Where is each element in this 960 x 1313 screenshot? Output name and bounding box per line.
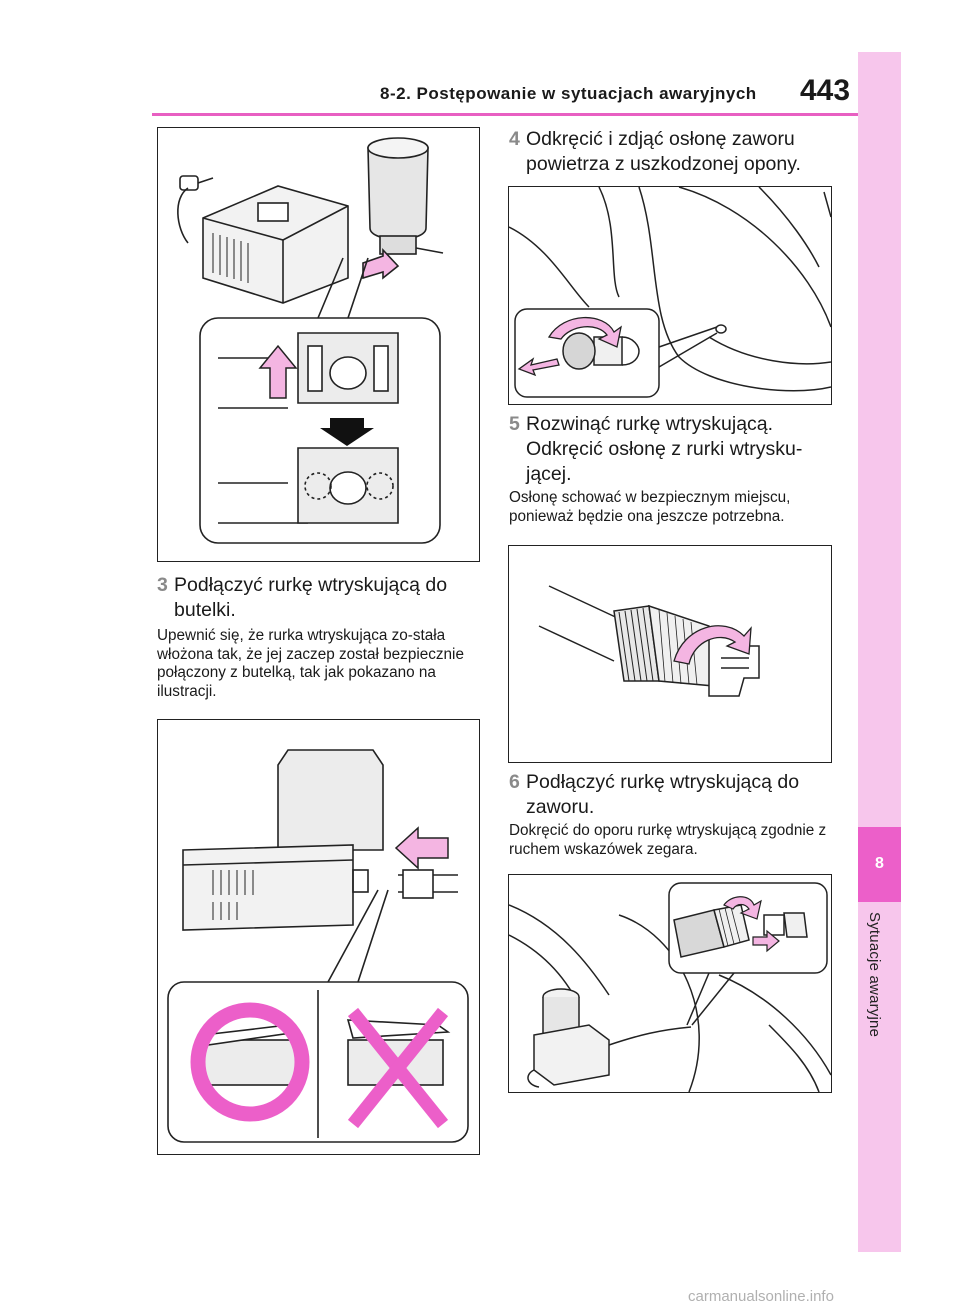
step-4: 4 Odkręcić i zdjąć osłonę zaworu powietr… — [509, 127, 831, 177]
step-number: 3 — [157, 574, 168, 596]
step-number: 5 — [509, 413, 520, 435]
step-3-note: Upewnić się, że rurka wtryskująca zo-sta… — [157, 627, 464, 700]
figure-valve-cap — [508, 186, 832, 405]
step-number: 6 — [509, 771, 520, 793]
valve-cap-illustration — [509, 187, 831, 398]
chapter-side-tab — [858, 52, 901, 1252]
chapter-number-box — [858, 827, 901, 902]
step-6: 6 Podłączyć rurkę wtryskującą do zaworu. — [509, 770, 831, 820]
watermark: carmanualsonline.info — [688, 1288, 834, 1305]
step-3: 3 Podłączyć rurkę wtryskującą do butelki… — [157, 573, 477, 623]
hose-to-valve-illustration — [509, 882, 831, 1092]
figure-hose-to-valve — [508, 874, 832, 1093]
step-text: Podłączyć rurkę wtryskującą do butelki. — [174, 574, 448, 621]
page-number: 443 — [800, 74, 851, 107]
latch-correct-incorrect-illustration — [167, 749, 469, 1143]
step-number: 4 — [509, 128, 520, 150]
chapter-label: Sytuacje awaryjne — [866, 912, 883, 1038]
section-title: 8-2. Postępowanie w sytuacjach awaryjnyc… — [380, 84, 757, 103]
figure-bottle-connection — [157, 127, 480, 562]
step-5: 5 Rozwinąć rurkę wtryskującą. Odkręcić o… — [509, 412, 831, 487]
compressor-bottle-illustration — [177, 137, 444, 544]
step-text: Podłączyć rurkę wtryskującą do zaworu. — [526, 771, 800, 818]
header-rule — [152, 113, 858, 116]
chapter-number: 8 — [875, 855, 884, 872]
step-5-note: Osłonę schować w bezpiecznym miejscu, po… — [509, 489, 791, 525]
step-text: Rozwinąć rurkę wtryskującą. Odkręcić osł… — [526, 413, 803, 485]
hose-cap-illustration — [538, 585, 760, 697]
step-6-note: Dokręcić do oporu rurkę wtryskującą zgod… — [509, 822, 827, 858]
step-text: Odkręcić i zdjąć osłonę zaworu powietrza… — [526, 128, 801, 175]
figure-latch-check — [157, 719, 480, 1155]
figure-hose-cap — [508, 545, 832, 763]
